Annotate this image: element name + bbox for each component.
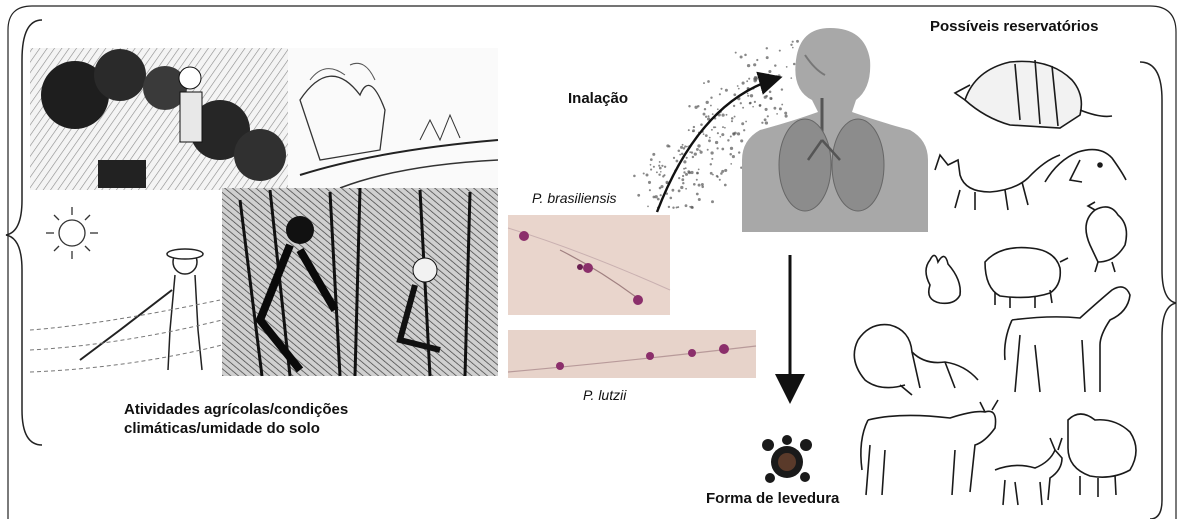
chicken-icon bbox=[1086, 202, 1126, 272]
micrograph-p-brasiliensis bbox=[508, 215, 670, 315]
activities-label-line1: Atividades agrícolas/condições bbox=[124, 401, 348, 418]
sheep-icon bbox=[1068, 414, 1136, 497]
forest-fire-illustration bbox=[288, 48, 498, 188]
cow-icon bbox=[861, 400, 998, 495]
cat-icon bbox=[935, 155, 1060, 210]
farmer-hoeing-illustration bbox=[30, 249, 222, 372]
farmer-harvesting-illustration bbox=[30, 48, 288, 190]
yeast-form-label: Forma de levedura bbox=[706, 490, 839, 507]
horse-icon bbox=[1005, 287, 1130, 392]
rabbit-icon bbox=[926, 255, 960, 303]
sugarcane-harvest-illustration bbox=[222, 188, 498, 376]
monkey-icon bbox=[854, 325, 978, 395]
sun-icon bbox=[46, 207, 98, 259]
armadillo-icon bbox=[955, 60, 1112, 128]
inhalation-label: Inalação bbox=[568, 90, 628, 107]
goat-icon bbox=[995, 438, 1062, 505]
micrograph-p-lutzii bbox=[508, 330, 756, 378]
yeast-form-icon bbox=[762, 435, 812, 483]
activities-label-line2: climáticas/umidade do solo bbox=[124, 420, 320, 437]
reservoirs-title: Possíveis reservatórios bbox=[930, 18, 1098, 35]
right-brace bbox=[1140, 62, 1176, 519]
human-respiratory-silhouette bbox=[742, 28, 928, 232]
dog-icon bbox=[1045, 150, 1126, 182]
species-label-lutzii: P. lutzii bbox=[583, 387, 626, 403]
species-label-brasiliensis: P. brasiliensis bbox=[532, 190, 617, 206]
pig-icon bbox=[985, 248, 1068, 308]
